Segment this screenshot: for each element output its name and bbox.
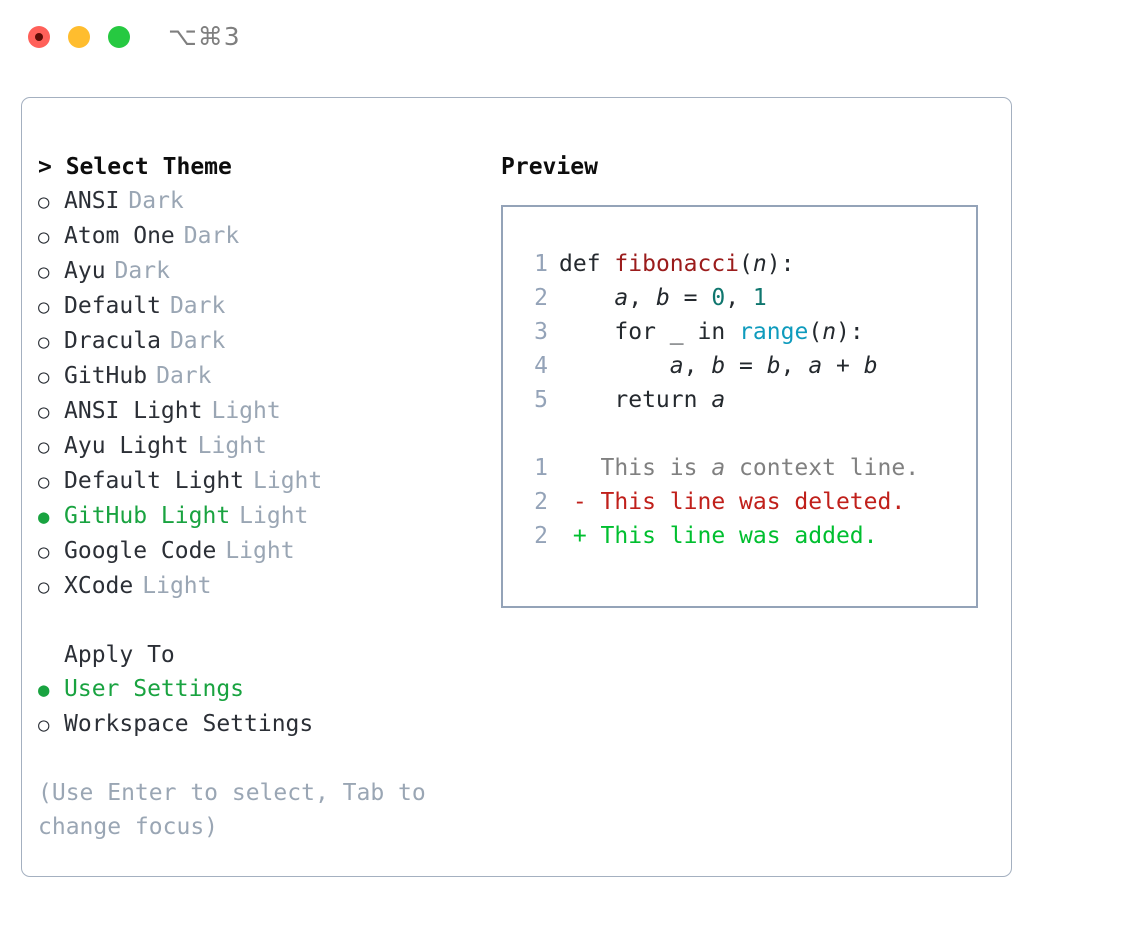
keyboard-shortcut-label: ⌥⌘3 (168, 22, 241, 51)
radio-unselected-icon: ○ (38, 296, 50, 318)
theme-option-category: Dark (169, 293, 226, 319)
apply-to-option-label: User Settings (64, 676, 245, 702)
maximize-button[interactable] (108, 26, 130, 48)
theme-option-category: Dark (128, 188, 184, 214)
theme-option-label: XCode (64, 573, 134, 599)
apply-to-heading: Apply To (64, 642, 175, 668)
diff-sample: 1 This is a context line.2 - This line w… (522, 451, 976, 553)
theme-option-label: Google Code (64, 538, 217, 564)
theme-option-ansi[interactable]: ○ ANSI Dark (38, 184, 488, 219)
theme-option-category: Light (253, 468, 323, 494)
theme-option-category: Light (239, 503, 309, 529)
code-line: 4 a, b = b, a + b (522, 349, 976, 383)
diff-text: This is a context line. (559, 455, 920, 481)
theme-option-label: Ayu (64, 258, 106, 284)
theme-option-label: Ayu Light (64, 433, 189, 459)
theme-option-github[interactable]: ○ GitHub Dark (38, 359, 488, 394)
theme-option-atom-one[interactable]: ○ Atom One Dark (38, 219, 488, 254)
theme-option-category: Dark (156, 363, 212, 389)
apply-to-list[interactable]: ● User Settings ○ Workspace Settings (38, 672, 488, 742)
code-text: a, b = b, a + b (669, 353, 878, 379)
theme-option-label: ANSI Light (64, 398, 203, 424)
theme-option-category: Dark (183, 223, 240, 249)
code-line: 5 return a (522, 383, 976, 417)
theme-option-github-light[interactable]: ● GitHub Light Light (38, 499, 488, 534)
radio-selected-icon: ● (38, 506, 50, 528)
theme-option-google-code[interactable]: ○ Google Code Light (38, 534, 488, 569)
theme-option-label: Dracula (64, 328, 161, 354)
minimize-button[interactable] (68, 26, 90, 48)
radio-unselected-icon: ○ (38, 714, 50, 736)
radio-unselected-icon: ○ (38, 366, 50, 388)
theme-option-ayu[interactable]: ○ Ayu Dark (38, 254, 488, 289)
radio-unselected-icon: ○ (38, 471, 50, 493)
radio-unselected-icon: ○ (38, 436, 50, 458)
line-number: 2 (534, 523, 548, 549)
theme-option-category: Light (211, 398, 281, 424)
title-bar: ⌥⌘3 (0, 0, 1140, 78)
code-diff-spacer (522, 417, 976, 451)
theme-option-category: Light (142, 573, 212, 599)
radio-unselected-icon: ○ (38, 401, 50, 423)
keyboard-hint: (Use Enter to select, Tab to change focu… (38, 780, 440, 840)
apply-to-option-user-settings[interactable]: ● User Settings (38, 672, 488, 707)
window-controls (28, 26, 130, 48)
line-number: 5 (534, 387, 548, 413)
theme-option-label: Default Light (64, 468, 245, 494)
diff-line-context: 1 This is a context line. (522, 451, 976, 485)
code-text: a, b = 0, 1 (614, 285, 767, 311)
theme-option-default-light[interactable]: ○ Default Light Light (38, 464, 488, 499)
select-theme-heading: > Select Theme (38, 154, 232, 180)
theme-option-category: Dark (114, 258, 170, 284)
radio-unselected-icon: ○ (38, 226, 50, 248)
code-line: 2 a, b = 0, 1 (522, 281, 976, 315)
code-text: for _ in range(n): (614, 319, 864, 345)
theme-option-default[interactable]: ○ Default Dark (38, 289, 488, 324)
diff-line-added: 2 + This line was added. (522, 519, 976, 553)
theme-option-ansi-light[interactable]: ○ ANSI Light Light (38, 394, 488, 429)
theme-option-label: GitHub (64, 363, 148, 389)
line-number: 2 (534, 285, 548, 311)
theme-option-label: ANSI (64, 188, 120, 214)
theme-option-category: Dark (169, 328, 226, 354)
line-number: 1 (534, 251, 548, 277)
code-line: 3 for _ in range(n): (522, 315, 976, 349)
radio-selected-icon: ● (38, 679, 50, 701)
line-number: 1 (534, 455, 548, 481)
list-spacer (38, 604, 488, 638)
radio-unselected-icon: ○ (38, 191, 50, 213)
theme-option-category: Light (225, 538, 295, 564)
apply-to-option-label: Workspace Settings (64, 711, 314, 737)
theme-option-xcode[interactable]: ○ XCode Light (38, 569, 488, 604)
radio-unselected-icon: ○ (38, 331, 50, 353)
theme-option-ayu-light[interactable]: ○ Ayu Light Light (38, 429, 488, 464)
apply-to-option-workspace-settings[interactable]: ○ Workspace Settings (38, 707, 488, 742)
line-number: 3 (534, 319, 548, 345)
line-number: 4 (534, 353, 548, 379)
diff-line-deleted: 2 - This line was deleted. (522, 485, 976, 519)
theme-option-label: Atom One (64, 223, 175, 249)
code-line: 1 def fibonacci(n): (522, 247, 976, 281)
theme-option-label: Default (64, 293, 161, 319)
theme-option-dracula[interactable]: ○ Dracula Dark (38, 324, 488, 359)
theme-option-label: GitHub Light (64, 503, 231, 529)
diff-text: - This line was deleted. (559, 489, 906, 515)
code-text: def fibonacci(n): (559, 251, 795, 277)
theme-option-category: Light (197, 433, 267, 459)
code-text: return a (614, 387, 726, 413)
close-button[interactable] (28, 26, 50, 48)
radio-unselected-icon: ○ (38, 541, 50, 563)
preview-heading: Preview (501, 154, 598, 180)
radio-unselected-icon: ○ (38, 576, 50, 598)
line-number: 2 (534, 489, 548, 515)
diff-text: + This line was added. (559, 523, 878, 549)
radio-unselected-icon: ○ (38, 261, 50, 283)
